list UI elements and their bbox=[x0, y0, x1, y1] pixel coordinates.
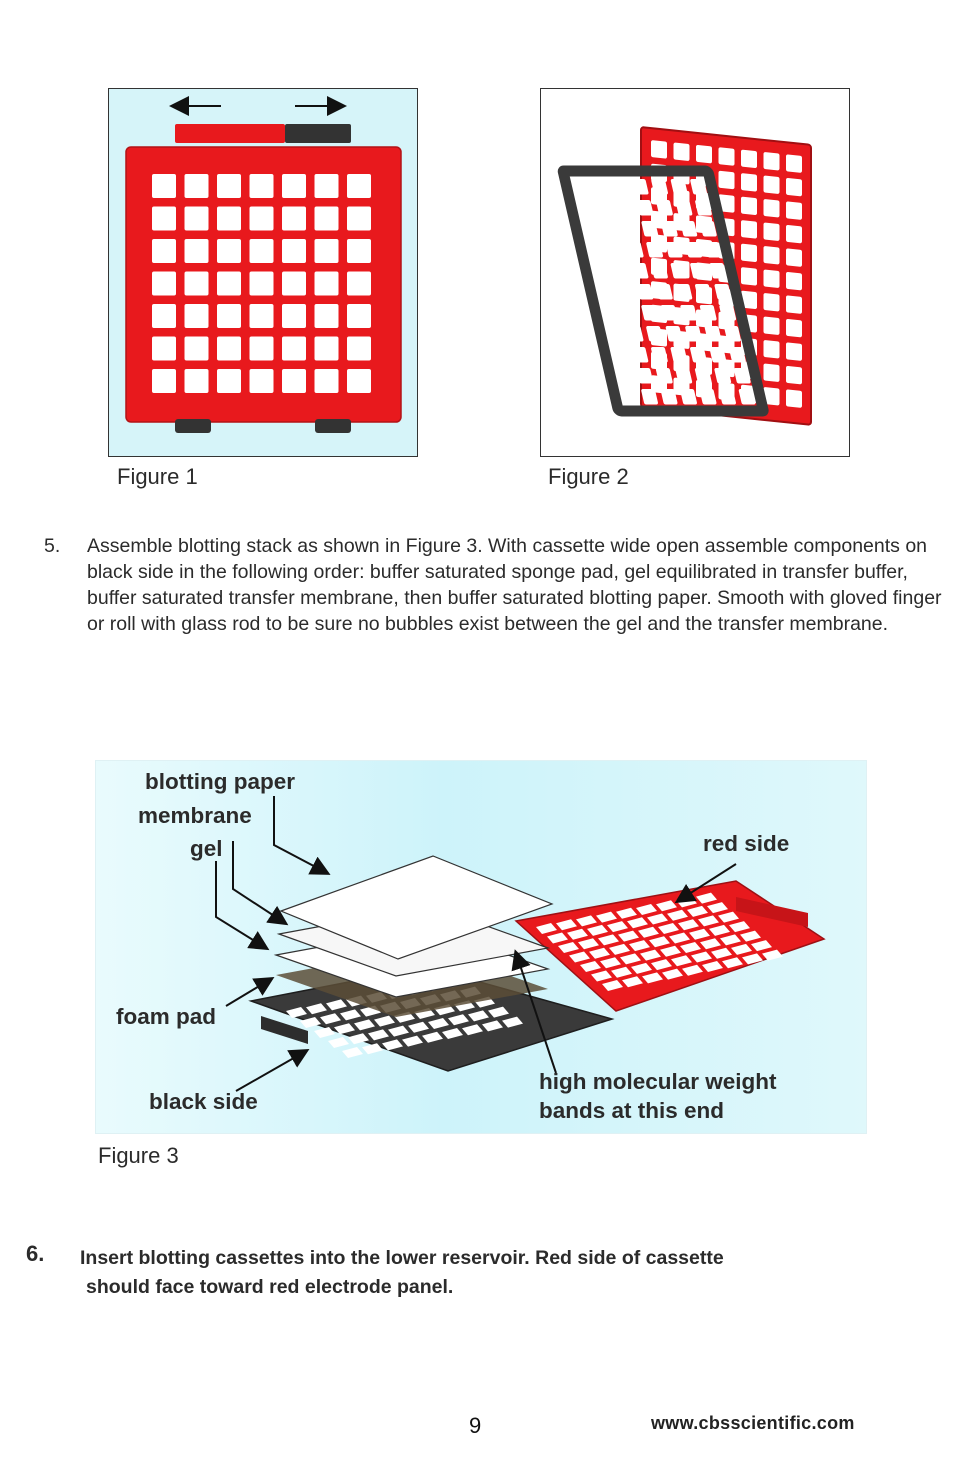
figure-3-caption: Figure 3 bbox=[98, 1143, 179, 1168]
label-black-side: black side bbox=[149, 1089, 258, 1114]
page-number: 9 bbox=[469, 1413, 482, 1438]
figure-2-caption: Figure 2 bbox=[548, 464, 629, 489]
cassette-red-front-illustration bbox=[125, 96, 402, 433]
label-high-mw-line1: high molecular weight bbox=[539, 1069, 777, 1094]
blotting-paper-layer bbox=[279, 855, 554, 960]
step-6-line-1: Insert blotting cassettes into the lower… bbox=[80, 1247, 724, 1269]
label-foam-pad: foam pad bbox=[116, 1004, 217, 1029]
red-side-cassette bbox=[514, 880, 826, 1012]
figure-1-caption: Figure 1 bbox=[117, 464, 198, 489]
figure-3-image: blotting paper membrane gel red side foa… bbox=[95, 760, 867, 1134]
website-url: www.cbsscientific.com bbox=[651, 1413, 855, 1433]
label-high-mw-line2: bands at this end bbox=[539, 1098, 725, 1123]
step-6-line-2: should face toward red electrode panel. bbox=[86, 1276, 454, 1298]
step-5-number: 5. bbox=[44, 535, 61, 557]
label-gel: gel bbox=[190, 836, 223, 861]
cassette-open-illustration bbox=[557, 126, 812, 426]
blotting-stack-diagram bbox=[215, 796, 826, 1092]
figure-1-image bbox=[108, 88, 418, 457]
label-blotting-paper: blotting paper bbox=[145, 769, 295, 794]
label-red-side: red side bbox=[703, 831, 790, 856]
figure-2-image bbox=[540, 88, 850, 457]
label-membrane: membrane bbox=[138, 803, 252, 828]
step-5-text: Assemble blotting stack as shown in Figu… bbox=[87, 535, 942, 635]
step-6-text: Insert blotting cassettes into the lower… bbox=[80, 1244, 840, 1302]
step-6-number: 6. bbox=[26, 1241, 45, 1266]
